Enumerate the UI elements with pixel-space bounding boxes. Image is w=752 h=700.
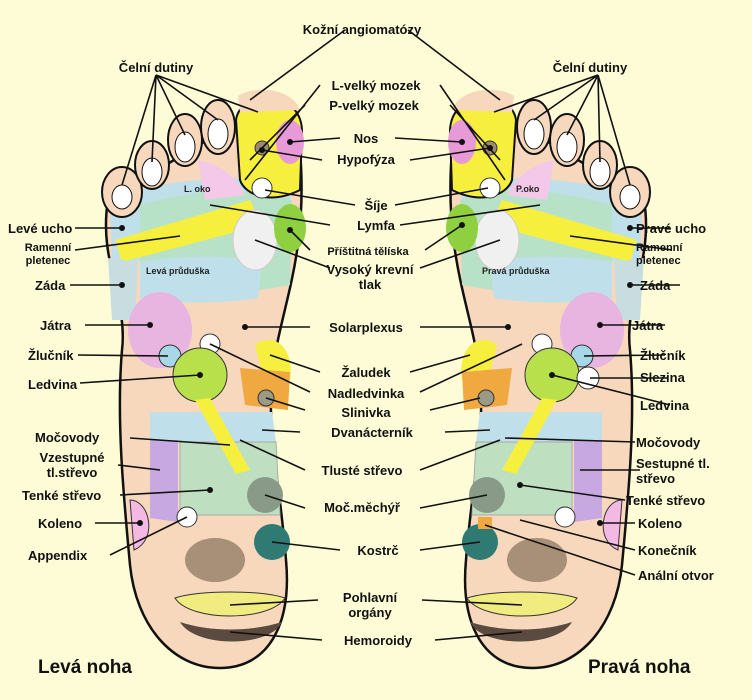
label: Močovody	[636, 435, 701, 450]
label: Appendix	[28, 548, 88, 563]
label: Čelní dutiny	[552, 60, 628, 75]
label: Moč.měchýř	[324, 500, 400, 515]
label: Ledvina	[28, 377, 78, 392]
label: Dvanácterník	[331, 425, 413, 440]
label: Tlusté střevo	[321, 463, 403, 478]
label: Pohlavní orgány	[342, 590, 398, 620]
right-foot	[444, 88, 652, 670]
label: Čelní dutiny	[118, 60, 194, 75]
label: Lymfa	[357, 218, 395, 233]
label: Vysoký krevní tlak	[326, 262, 414, 292]
label: Kostrč	[357, 543, 399, 558]
label: Hemoroidy	[344, 633, 412, 648]
leader-dots	[119, 139, 633, 526]
label: Ramenní pletenec	[24, 242, 72, 267]
right-eye-label: P.oko	[516, 184, 540, 194]
label: Záda	[35, 278, 66, 293]
left-foot-label: Levá noha	[38, 657, 132, 678]
label: Sestupné tl. střevo	[636, 456, 710, 486]
label: Játra	[40, 318, 72, 333]
label: L-velký mozek	[331, 78, 421, 93]
label: Žlučník	[28, 348, 74, 363]
label: Žaludek	[341, 365, 391, 380]
label: Solarplexus	[329, 320, 403, 335]
label: Slezina	[640, 370, 685, 385]
label: Ledvina	[640, 398, 690, 413]
label: Šíje	[364, 198, 388, 213]
title-label: Kožní angiomatózy	[302, 22, 422, 37]
label: P-velký mozek	[329, 98, 419, 113]
label: Žlučník	[640, 348, 686, 363]
label: Ramenní pletenec	[636, 242, 683, 267]
label: Slinivka	[341, 405, 391, 420]
label: Tenké střevo	[626, 493, 706, 508]
leader-lines	[70, 29, 680, 641]
label: Tenké střevo	[22, 488, 102, 503]
label: Anální otvor	[638, 568, 714, 583]
label: Konečník	[638, 543, 697, 558]
label: Játra	[632, 318, 664, 333]
label: Koleno	[38, 516, 83, 531]
label: Nadledvinka	[327, 386, 405, 401]
right-bronchus-label: Pravá průduška	[482, 266, 550, 276]
right-foot-label: Pravá noha	[588, 657, 691, 678]
label: Příštitná tělíska	[327, 246, 409, 258]
label: Záda	[640, 278, 671, 293]
label: Levé ucho	[8, 221, 73, 236]
label: Hypofýza	[337, 152, 395, 167]
label: Nos	[353, 131, 379, 146]
left-eye-label: L. oko	[184, 184, 211, 194]
label: Močovody	[35, 430, 100, 445]
label: Vzestupné tl.střevo	[39, 450, 105, 480]
label: Koleno	[638, 516, 683, 531]
left-bronchus-label: Levá průduška	[146, 266, 210, 276]
label: Pravé ucho	[636, 221, 707, 236]
